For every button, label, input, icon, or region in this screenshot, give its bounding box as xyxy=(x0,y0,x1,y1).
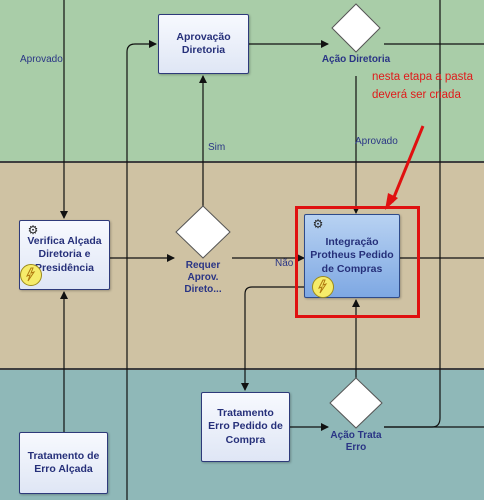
task-label: Integração Protheus Pedido de Compras xyxy=(310,236,394,275)
gateway-requer-aprov xyxy=(175,205,231,259)
task-tratamento-erro-pedido[interactable]: Tratamento Erro Pedido de Compra xyxy=(201,392,290,462)
task-aprovacao-diretoria[interactable]: Aprovação Diretoria xyxy=(158,14,249,74)
annotation-arrow xyxy=(390,125,425,203)
flow-to-aprovacao xyxy=(126,40,157,500)
flow-label-aprovado: Aprovado xyxy=(20,54,63,65)
flow-label-sim: Sim xyxy=(208,142,226,153)
gateway-label-requer-aprov: Requer Aprov. Direto... xyxy=(184,260,222,295)
task-tratamento-erro-alcada[interactable]: Tratamento de Erro Alçada xyxy=(19,432,108,494)
flow-integracao-to-erro xyxy=(241,286,312,391)
task-label: Tratamento Erro Pedido de Compra xyxy=(208,407,283,446)
lightning-icon[interactable] xyxy=(312,276,334,298)
task-label: Aprovação Diretoria xyxy=(176,30,231,56)
task-verifica-alcada[interactable]: ⚙ Verifica Alçada Diretoria e Presidênci… xyxy=(19,220,110,290)
task-label: Verifica Alçada Diretoria e Presidência xyxy=(27,235,102,274)
task-label: Tratamento de Erro Alçada xyxy=(27,449,100,475)
gateway-label-acao-diretoria: Ação Diretoria xyxy=(321,54,391,65)
flow-label-aprovado: Aprovado xyxy=(355,136,398,147)
gateway-label-acao-trata-erro: Ação Trata Erro xyxy=(330,430,382,453)
gateway-acao-trata-erro xyxy=(329,377,383,429)
lane-divider xyxy=(0,161,484,163)
annotation-note: nesta etapa a pasta deverá ser criada xyxy=(372,71,474,102)
lane-divider xyxy=(0,368,484,370)
highlight-box xyxy=(295,206,420,318)
annotation-arrowhead xyxy=(385,193,398,210)
gear-icon: ⚙ xyxy=(312,217,324,231)
gateway-acao-diretoria xyxy=(331,3,381,53)
gear-icon: ⚙ xyxy=(27,223,39,237)
flow-label-nao: Não xyxy=(275,258,294,269)
lightning-icon[interactable] xyxy=(20,264,42,286)
